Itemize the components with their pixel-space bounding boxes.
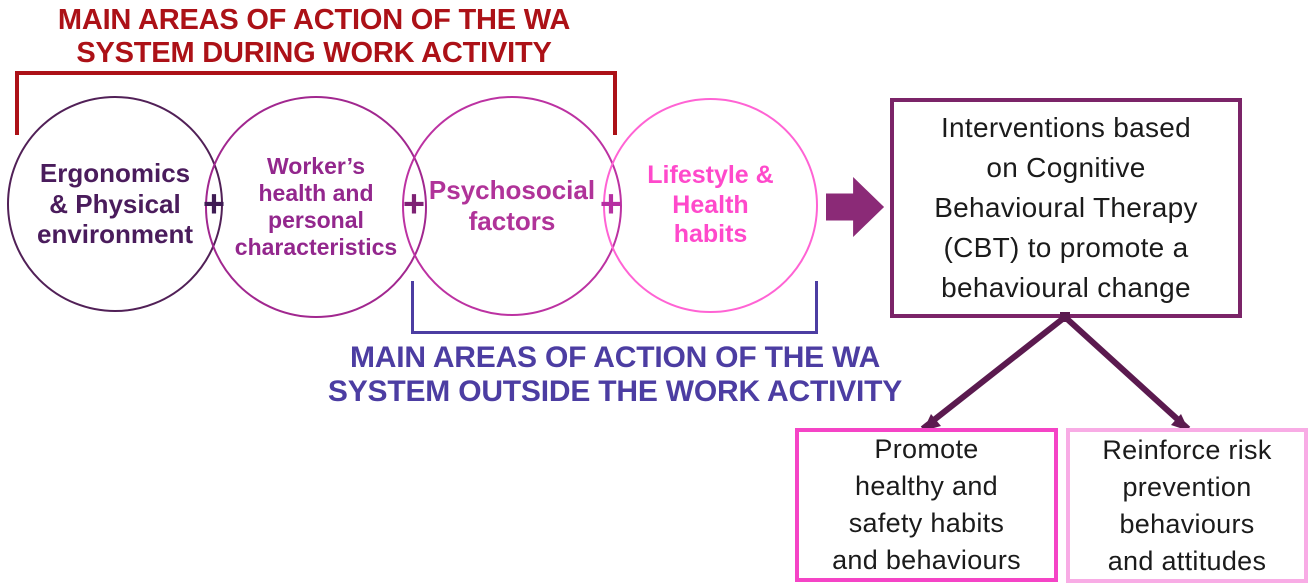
- circle-ergonomics-label: Ergonomics & Physical environment: [36, 157, 194, 250]
- outcome-box-reinforce: Reinforce risk prevention behaviours and…: [1066, 428, 1308, 583]
- plus-operator-1: +: [202, 183, 226, 226]
- outcome-box-promote-text: Promote healthy and safety habits and be…: [832, 434, 1021, 575]
- circle-ergonomics: Ergonomics & Physical environment: [7, 96, 223, 312]
- title-during-work-activity: MAIN AREAS OF ACTION OF THE WA SYSTEM DU…: [57, 4, 571, 69]
- plus-operator-2: +: [402, 183, 426, 226]
- circle-worker-health: Worker’s health and personal characteris…: [205, 96, 427, 318]
- intervention-box: Interventions based on Cognitive Behavio…: [890, 98, 1242, 318]
- title-outside-work-activity: MAIN AREAS OF ACTION OF THE WA SYSTEM OU…: [327, 341, 903, 408]
- branch-connector-icon: [920, 312, 1191, 432]
- circle-lifestyle-label: Lifestyle & Health habits: [647, 161, 774, 249]
- bracket-during-work: [15, 71, 617, 135]
- circle-worker-health-label: Worker’s health and personal characteris…: [234, 152, 398, 261]
- outcome-box-promote: Promote healthy and safety habits and be…: [795, 428, 1058, 582]
- plus-operator-3: +: [599, 183, 623, 226]
- circle-psychosocial: Psychosocial factors: [402, 96, 622, 316]
- right-block-arrow-icon: [826, 177, 885, 237]
- outcome-box-reinforce-text: Reinforce risk prevention behaviours and…: [1102, 434, 1272, 576]
- intervention-box-text: Interventions based on Cognitive Behavio…: [934, 112, 1198, 303]
- bracket-outside-work: [411, 281, 818, 334]
- circle-lifestyle: Lifestyle & Health habits: [603, 98, 818, 313]
- circle-psychosocial-label: Psychosocial factors: [428, 175, 596, 236]
